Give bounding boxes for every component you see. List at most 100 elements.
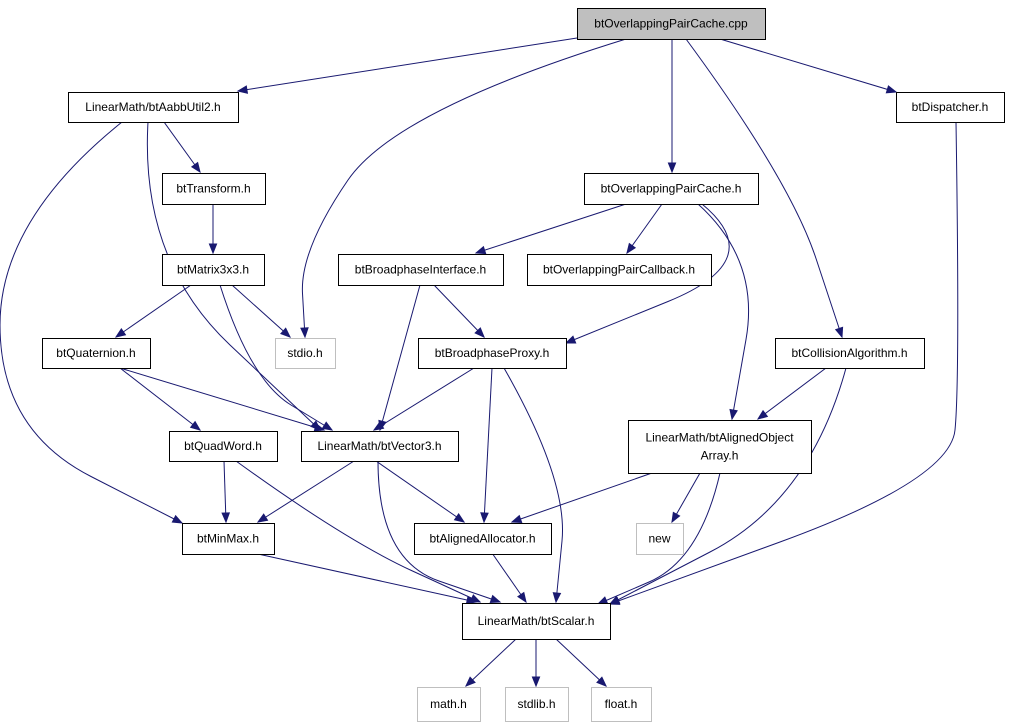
node-qword[interactable]: btQuadWord.h	[169, 431, 278, 462]
edge-line	[555, 638, 607, 687]
node-vec3[interactable]: LinearMath/btVector3.h	[301, 431, 459, 462]
node-bpp[interactable]: btBroadphaseProxy.h	[418, 338, 567, 369]
arrowhead-icon	[171, 514, 184, 524]
edge-transform-to-matrix	[208, 204, 218, 255]
node-aabb[interactable]: LinearMath/btAabbUtil2.h	[68, 92, 239, 123]
node-label: btBroadphaseInterface.h	[355, 263, 486, 277]
arrowhead-icon	[552, 592, 562, 604]
node-label: btMatrix3x3.h	[177, 263, 249, 277]
edge-qword-to-minmax	[221, 460, 231, 524]
arrowhead-icon	[280, 327, 292, 338]
edge-line	[375, 460, 465, 523]
node-quat[interactable]: btQuaternion.h	[42, 338, 151, 369]
node-box	[577, 8, 766, 40]
node-label: btBroadphaseProxy.h	[435, 346, 550, 360]
node-label: btTransform.h	[176, 182, 250, 196]
node-box	[628, 420, 812, 474]
edge-scalar-to-float	[555, 638, 607, 687]
node-box	[462, 603, 611, 640]
edge-line	[237, 37, 578, 92]
node-float: float.h	[591, 687, 652, 722]
edge-line	[609, 121, 959, 605]
arrowhead-icon	[372, 421, 385, 431]
edge-opch-to-bpi	[474, 203, 627, 255]
node-box	[338, 254, 504, 286]
node-box	[584, 173, 759, 205]
edge-line	[491, 552, 527, 603]
edge-quat-to-qword	[119, 367, 202, 431]
node-label: new	[648, 532, 670, 546]
edge-vec3-to-scalar	[377, 460, 502, 604]
edge-line	[219, 284, 333, 431]
edge-line	[503, 367, 563, 603]
edge-line	[757, 367, 827, 420]
edge-matrix-to-stdio	[231, 284, 292, 338]
node-label: LinearMath/btAlignedObject	[645, 431, 794, 445]
edge-aabb-to-transform	[163, 121, 201, 174]
node-dispatcher[interactable]: btDispatcher.h	[896, 92, 1005, 123]
arrowhead-icon	[564, 335, 577, 344]
edge-line	[697, 203, 750, 420]
edge-line	[377, 460, 501, 603]
node-label: LinearMath/btScalar.h	[478, 614, 595, 628]
node-bpi[interactable]: btBroadphaseInterface.h	[338, 254, 504, 286]
edge-bpi-to-bpp	[433, 284, 485, 338]
node-label: btMinMax.h	[197, 532, 259, 546]
node-stdlib: stdlib.h	[505, 687, 569, 722]
edge-line	[511, 472, 653, 523]
edge-minmax-to-scalar	[257, 553, 478, 605]
edge-line	[223, 460, 227, 523]
arrowhead-icon	[313, 423, 326, 432]
edge-matrix-to-vec3	[219, 284, 334, 431]
node-box	[68, 92, 239, 123]
edge-line	[115, 284, 192, 338]
edge-line	[597, 472, 721, 605]
edge-line	[433, 284, 485, 338]
edge-line	[257, 460, 355, 523]
edge-line	[231, 284, 291, 338]
node-label: Array.h	[701, 449, 739, 463]
node-box	[414, 523, 552, 555]
node-transform[interactable]: btTransform.h	[162, 173, 266, 205]
node-label: btAlignedAllocator.h	[429, 532, 535, 546]
edge-opch-to-aoa	[697, 203, 750, 421]
node-box	[775, 338, 925, 369]
edge-line	[146, 121, 321, 431]
arrowhead-icon	[189, 420, 202, 431]
node-minmax[interactable]: btMinMax.h	[182, 523, 275, 555]
arrowhead-icon	[300, 327, 309, 339]
arrowhead-icon	[465, 676, 476, 687]
node-scalar[interactable]: LinearMath/btScalar.h	[462, 603, 611, 640]
edge-aabb-to-minmax	[0, 121, 184, 524]
edge-line	[465, 638, 517, 687]
node-box	[169, 431, 278, 462]
node-box	[636, 523, 684, 555]
node-label: stdlib.h	[517, 697, 555, 711]
node-opch[interactable]: btOverlappingPairCache.h	[584, 173, 759, 205]
edge-vec3-to-alloc	[375, 460, 466, 523]
node-opcb[interactable]: btOverlappingPairCallback.h	[527, 254, 712, 286]
node-label: LinearMath/btAabbUtil2.h	[85, 100, 220, 114]
arrowhead-icon	[596, 596, 609, 605]
edge-alloc-to-scalar	[491, 552, 527, 604]
edge-line	[163, 121, 201, 173]
node-box	[162, 254, 265, 286]
node-math: math.h	[417, 687, 481, 722]
edge-bpp-to-alloc	[480, 367, 493, 524]
edge-root-to-dispatcher	[719, 38, 898, 94]
arrowhead-icon	[221, 512, 231, 524]
node-matrix[interactable]: btMatrix3x3.h	[162, 254, 265, 286]
arrowhead-icon	[510, 514, 523, 523]
node-colalg[interactable]: btCollisionAlgorithm.h	[775, 338, 925, 369]
edge-line	[119, 367, 325, 431]
edge-scalar-to-math	[465, 638, 517, 687]
node-box	[418, 338, 567, 369]
node-box	[505, 687, 569, 722]
edge-matrix-to-quat	[114, 284, 192, 338]
node-alloc[interactable]: btAlignedAllocator.h	[414, 523, 552, 555]
node-box	[591, 687, 652, 722]
edge-bpp-to-scalar	[503, 367, 563, 604]
node-box	[162, 173, 266, 205]
node-root: btOverlappingPairCache.cpp	[577, 8, 766, 40]
